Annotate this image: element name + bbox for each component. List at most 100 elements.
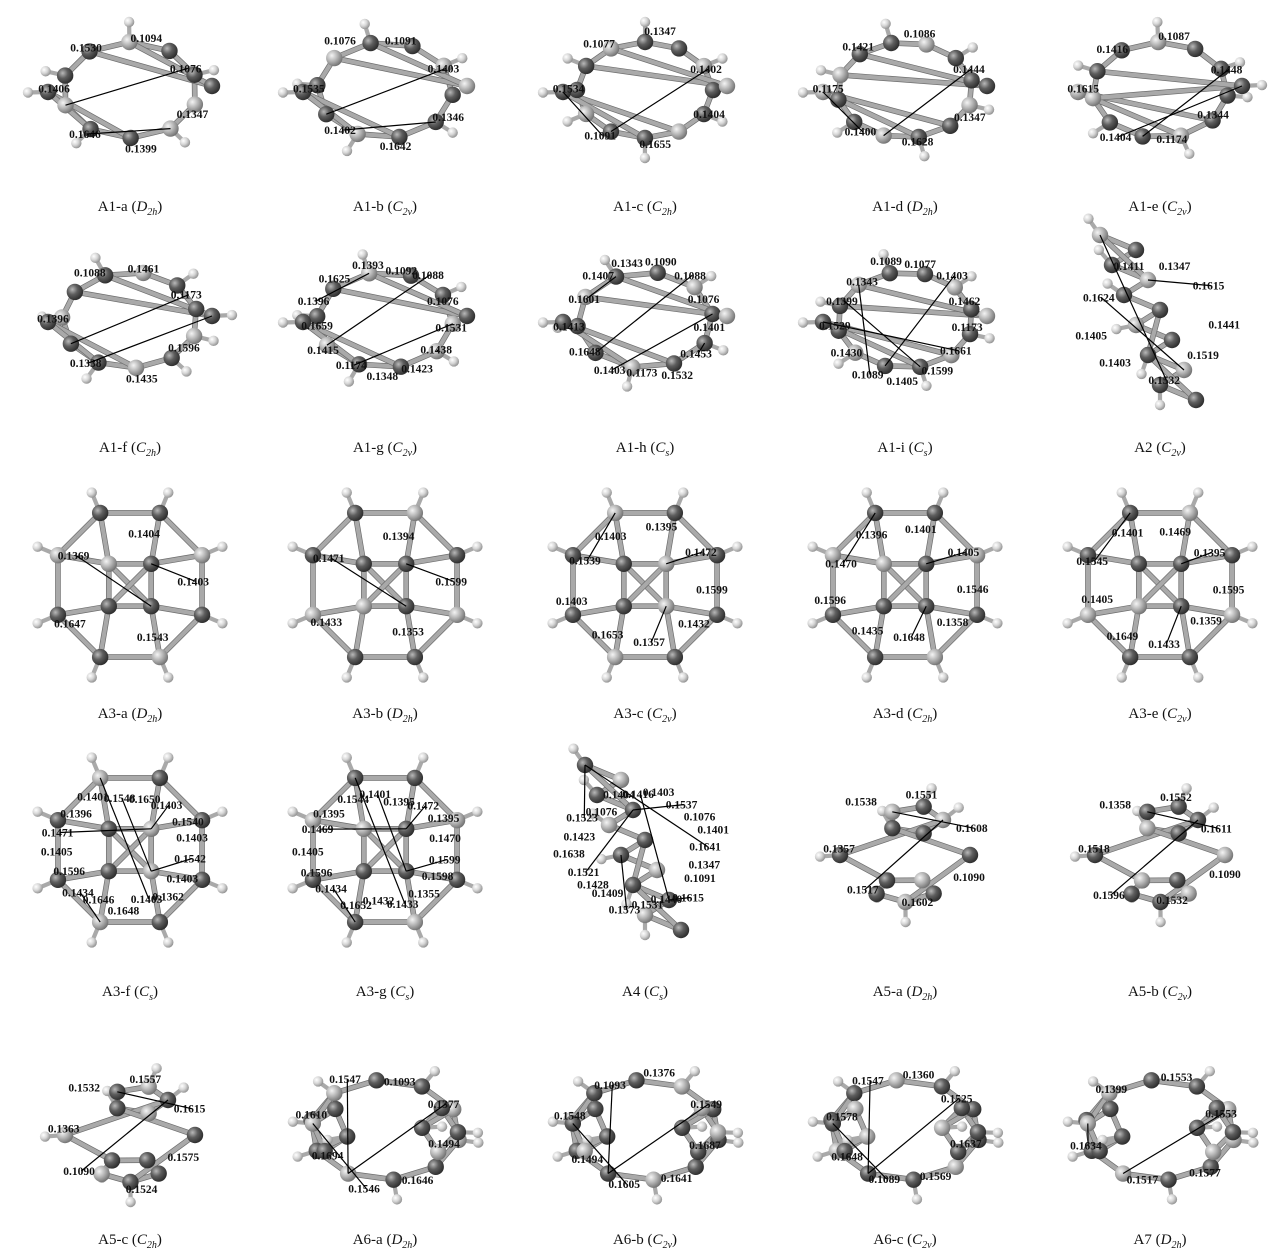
bond-length-label: 0.1648 [108,905,140,917]
carbon-atom [427,113,444,131]
carbon-atom-light [326,1084,343,1102]
hydrogen-atom [547,618,558,629]
hydrogen-atom [163,752,174,763]
bond-length-label: 0.1653 [592,630,624,642]
hydrogen-atom [217,806,228,817]
bond-length-label: 0.1659 [301,321,333,333]
bond-length-label: 0.1523 [566,813,598,825]
hydrogen-atom [86,487,97,498]
bond [830,612,878,660]
bond [630,882,684,933]
hydrogen-atom [814,851,826,862]
carbon-atom [884,820,901,837]
bond-length-label: 0.1537 [666,800,698,812]
bond-length-label: 0.1521 [568,867,600,879]
carbon-atom [413,1078,431,1095]
carbon-atom [947,49,964,67]
carbon-atom [878,872,896,889]
carbon-atom-light [1114,1165,1132,1182]
bond [98,775,111,831]
carbon-atom [91,504,109,522]
hydrogen-atom [341,937,352,948]
carbon-atom-light [933,1119,951,1137]
hydrogen-atom [1087,128,1099,139]
bond [353,604,366,660]
carbon-atom [1113,1128,1131,1145]
bond-length-label: 0.1362 [152,892,184,904]
bond [55,510,103,558]
molecule-panel-A1-i: 0.10770.14030.14620.11730.16610.15990.14… [797,249,996,459]
panel-caption: A1-i (Cs) [877,440,932,459]
bond-length-label: 0.1086 [904,29,936,41]
bond-length-label: 0.1539 [569,556,601,568]
carbon-atom-light [636,906,654,924]
carbon-atom [695,105,713,123]
bond [924,604,937,660]
bond-length-label: 0.1405 [1081,594,1113,606]
carbon-atom-light [1130,598,1147,615]
hydrogen-atom [32,806,43,817]
hydrogen-atom [861,672,872,683]
bond-length-label: 0.1413 [553,321,585,333]
bond-length-label: 0.1602 [902,897,934,909]
bond [830,604,886,617]
bond-length-label: 0.1538 [845,797,877,809]
bond-length-label: 0.1401 [359,789,391,801]
panel-caption: A7 (D2h) [1134,1232,1187,1251]
bond-length-label: 0.1411 [1113,261,1144,273]
hydrogen-atom [966,271,977,282]
bond-length-label: 0.1642 [380,141,412,153]
carbon-atom [586,1084,603,1102]
carbon-atom-light [824,546,842,564]
bond [310,818,366,831]
label-arrow [585,809,634,873]
label-arrow [312,1123,367,1189]
hydrogen-atom [689,1066,701,1077]
label-arrow [436,349,439,352]
hydrogen-atom [86,752,97,763]
carbon-atom-light [186,96,204,113]
carbon-atom [1079,546,1097,564]
bond-length-label: 0.1517 [1127,1174,1159,1186]
hydrogen-atom [547,541,558,552]
bond [672,510,720,558]
hydrogen-atom [457,53,468,64]
hydrogen-atom [587,808,598,819]
panel-caption: A5-c (C2h) [98,1232,162,1251]
bond [664,604,720,617]
carbon-atom [413,1119,431,1137]
hydrogen-atom [1073,60,1084,71]
carbon-atom-light [121,33,138,51]
bond-length-label: 0.1076 [586,806,618,818]
hydrogen-atom [562,53,573,64]
bond [1187,612,1235,660]
bond [1179,604,1235,617]
bond [1092,852,1145,883]
bond-length-label: 0.1529 [819,321,851,333]
hydrogen-atom [992,618,1003,629]
hydrogen-atom [359,18,370,30]
bond [55,869,111,882]
carbon-atom-light [695,57,713,75]
bond-length-label: 0.1438 [420,345,452,357]
carbon-atom-light [1139,820,1156,837]
hydrogen-atom [993,1137,1004,1148]
carbon-atom [193,811,211,829]
hydrogen-atom [181,366,192,377]
carbon-atom [876,357,894,375]
hydrogen-atom [473,1137,484,1148]
carbon-atom [49,811,67,829]
panel-caption: A1-f (C2h) [99,440,161,459]
label-arrow [562,91,603,136]
bond-length-label: 0.1395 [428,813,460,825]
bond-length-label: 0.1357 [823,844,855,856]
molecule-panel-A3-f: 0.16500.14030.15400.14030.15420.14030.13… [32,752,228,1003]
panel-caption: A4 (Cs) [622,984,668,1003]
label-arrow [632,804,684,811]
hydrogen-atom [39,1131,51,1142]
carbon-atom [458,307,476,325]
carbon-atom [427,1158,444,1176]
carbon-atom [346,648,364,666]
carbon-atom [942,117,959,135]
